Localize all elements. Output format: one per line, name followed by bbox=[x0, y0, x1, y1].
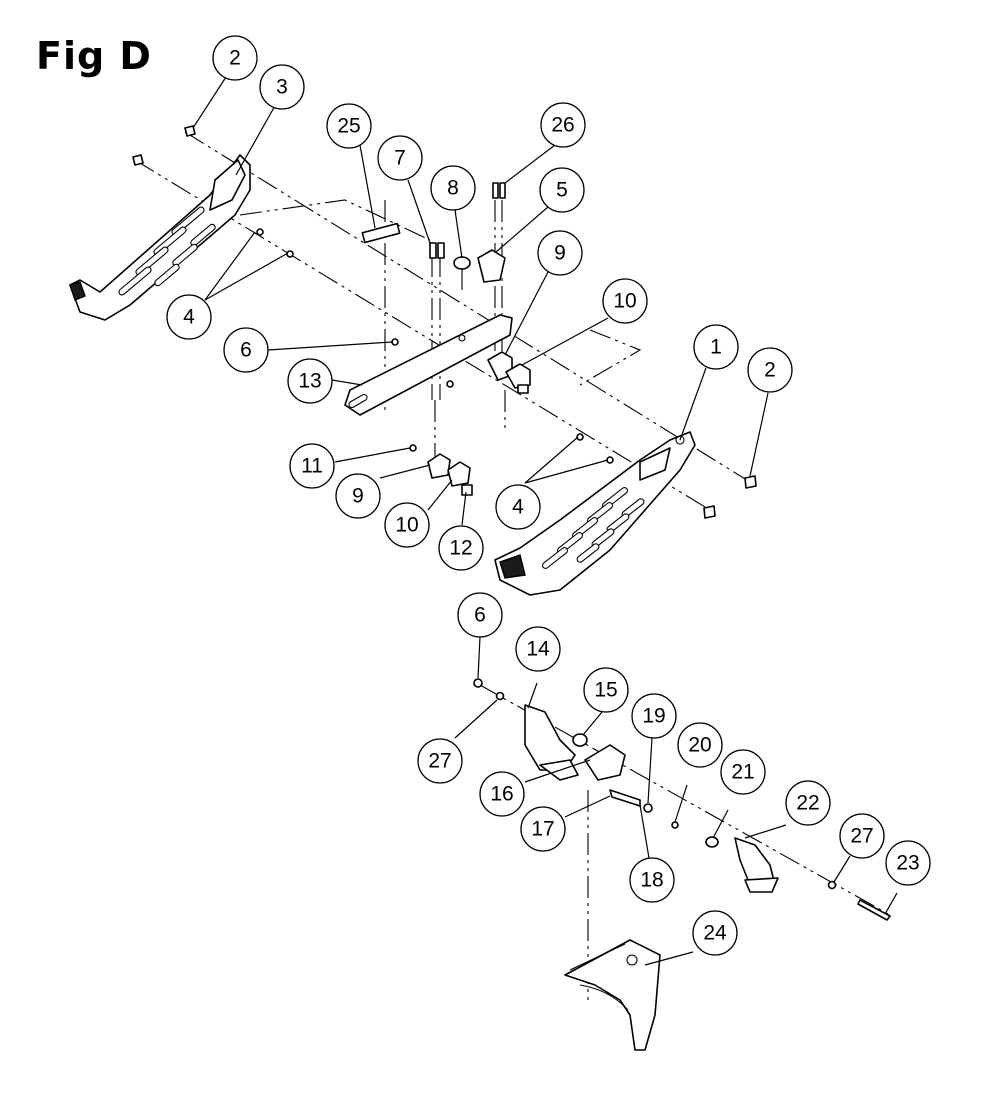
svg-text:5: 5 bbox=[556, 179, 568, 202]
balloon-c12: 12 bbox=[438, 525, 484, 571]
svg-text:10: 10 bbox=[613, 290, 636, 313]
svg-text:2: 2 bbox=[229, 47, 241, 70]
svg-text:2: 2 bbox=[764, 359, 776, 382]
balloon-c13: 13 bbox=[287, 358, 333, 404]
svg-text:14: 14 bbox=[526, 638, 550, 661]
balloon-c17: 17 bbox=[520, 806, 566, 852]
svg-text:15: 15 bbox=[594, 679, 617, 702]
balloon-c10a: 10 bbox=[602, 278, 648, 324]
figure-title: Fig D bbox=[36, 34, 152, 78]
svg-text:27: 27 bbox=[428, 750, 451, 773]
svg-text:11: 11 bbox=[301, 455, 323, 478]
svg-text:26: 26 bbox=[551, 114, 574, 137]
balloon-c21: 21 bbox=[720, 749, 766, 795]
svg-text:4: 4 bbox=[183, 306, 195, 329]
svg-text:17: 17 bbox=[531, 818, 554, 841]
svg-text:24: 24 bbox=[703, 922, 727, 945]
balloon-c27b: 27 bbox=[839, 813, 885, 859]
balloon-c11: 11 bbox=[289, 443, 335, 489]
svg-text:12: 12 bbox=[449, 537, 472, 560]
svg-text:22: 22 bbox=[796, 792, 819, 815]
leader-lines bbox=[192, 76, 898, 966]
balloon-c9b: 9 bbox=[335, 473, 381, 519]
svg-text:3: 3 bbox=[276, 76, 288, 99]
svg-text:6: 6 bbox=[240, 339, 252, 362]
balloon-c1: 1 bbox=[693, 324, 739, 370]
balloon-c15: 15 bbox=[583, 667, 629, 713]
balloon-c9a: 9 bbox=[537, 230, 583, 276]
lower-assembly bbox=[473, 678, 891, 1051]
svg-text:1: 1 bbox=[710, 336, 722, 359]
balloon-c6a: 6 bbox=[223, 327, 269, 373]
svg-text:20: 20 bbox=[688, 734, 711, 757]
balloon-c6b: 6 bbox=[457, 592, 503, 638]
svg-text:6: 6 bbox=[474, 604, 486, 627]
balloon-c3: 3 bbox=[259, 64, 305, 110]
balloon-c10b: 10 bbox=[384, 502, 430, 548]
balloon-c26: 26 bbox=[540, 102, 586, 148]
svg-text:25: 25 bbox=[337, 115, 360, 138]
balloon-c2b: 2 bbox=[747, 347, 793, 393]
svg-text:9: 9 bbox=[352, 485, 364, 508]
balloon-c22: 22 bbox=[785, 780, 831, 826]
part-3-left-plate bbox=[69, 154, 251, 321]
balloon-c25: 25 bbox=[326, 103, 372, 149]
svg-text:19: 19 bbox=[642, 705, 665, 728]
balloon-c8: 8 bbox=[430, 165, 476, 211]
svg-text:7: 7 bbox=[394, 147, 406, 170]
svg-text:13: 13 bbox=[298, 370, 321, 393]
balloon-c4a: 4 bbox=[166, 294, 212, 340]
balloon-c27a: 27 bbox=[417, 738, 463, 784]
balloon-c23: 23 bbox=[885, 840, 931, 886]
svg-text:10: 10 bbox=[395, 514, 418, 537]
balloon-c4b: 4 bbox=[495, 484, 541, 530]
balloon-c20: 20 bbox=[677, 722, 723, 768]
balloon-c2a: 2 bbox=[212, 35, 258, 81]
balloon-c16: 16 bbox=[479, 771, 525, 817]
svg-text:16: 16 bbox=[490, 783, 513, 806]
svg-text:4: 4 bbox=[512, 496, 524, 519]
balloon-c7: 7 bbox=[377, 135, 423, 181]
svg-text:8: 8 bbox=[447, 177, 459, 200]
balloon-c24: 24 bbox=[692, 910, 738, 956]
svg-text:23: 23 bbox=[896, 852, 919, 875]
svg-text:9: 9 bbox=[554, 242, 566, 265]
svg-text:18: 18 bbox=[640, 869, 663, 892]
balloon-c5: 5 bbox=[539, 167, 585, 213]
balloon-c18: 18 bbox=[629, 857, 675, 903]
balloon-c14: 14 bbox=[515, 626, 561, 672]
part-1-right-plate bbox=[494, 431, 696, 596]
part-13-crossbar bbox=[344, 314, 513, 416]
svg-text:27: 27 bbox=[850, 825, 873, 848]
balloon-c19: 19 bbox=[631, 693, 677, 739]
svg-text:21: 21 bbox=[731, 761, 754, 784]
